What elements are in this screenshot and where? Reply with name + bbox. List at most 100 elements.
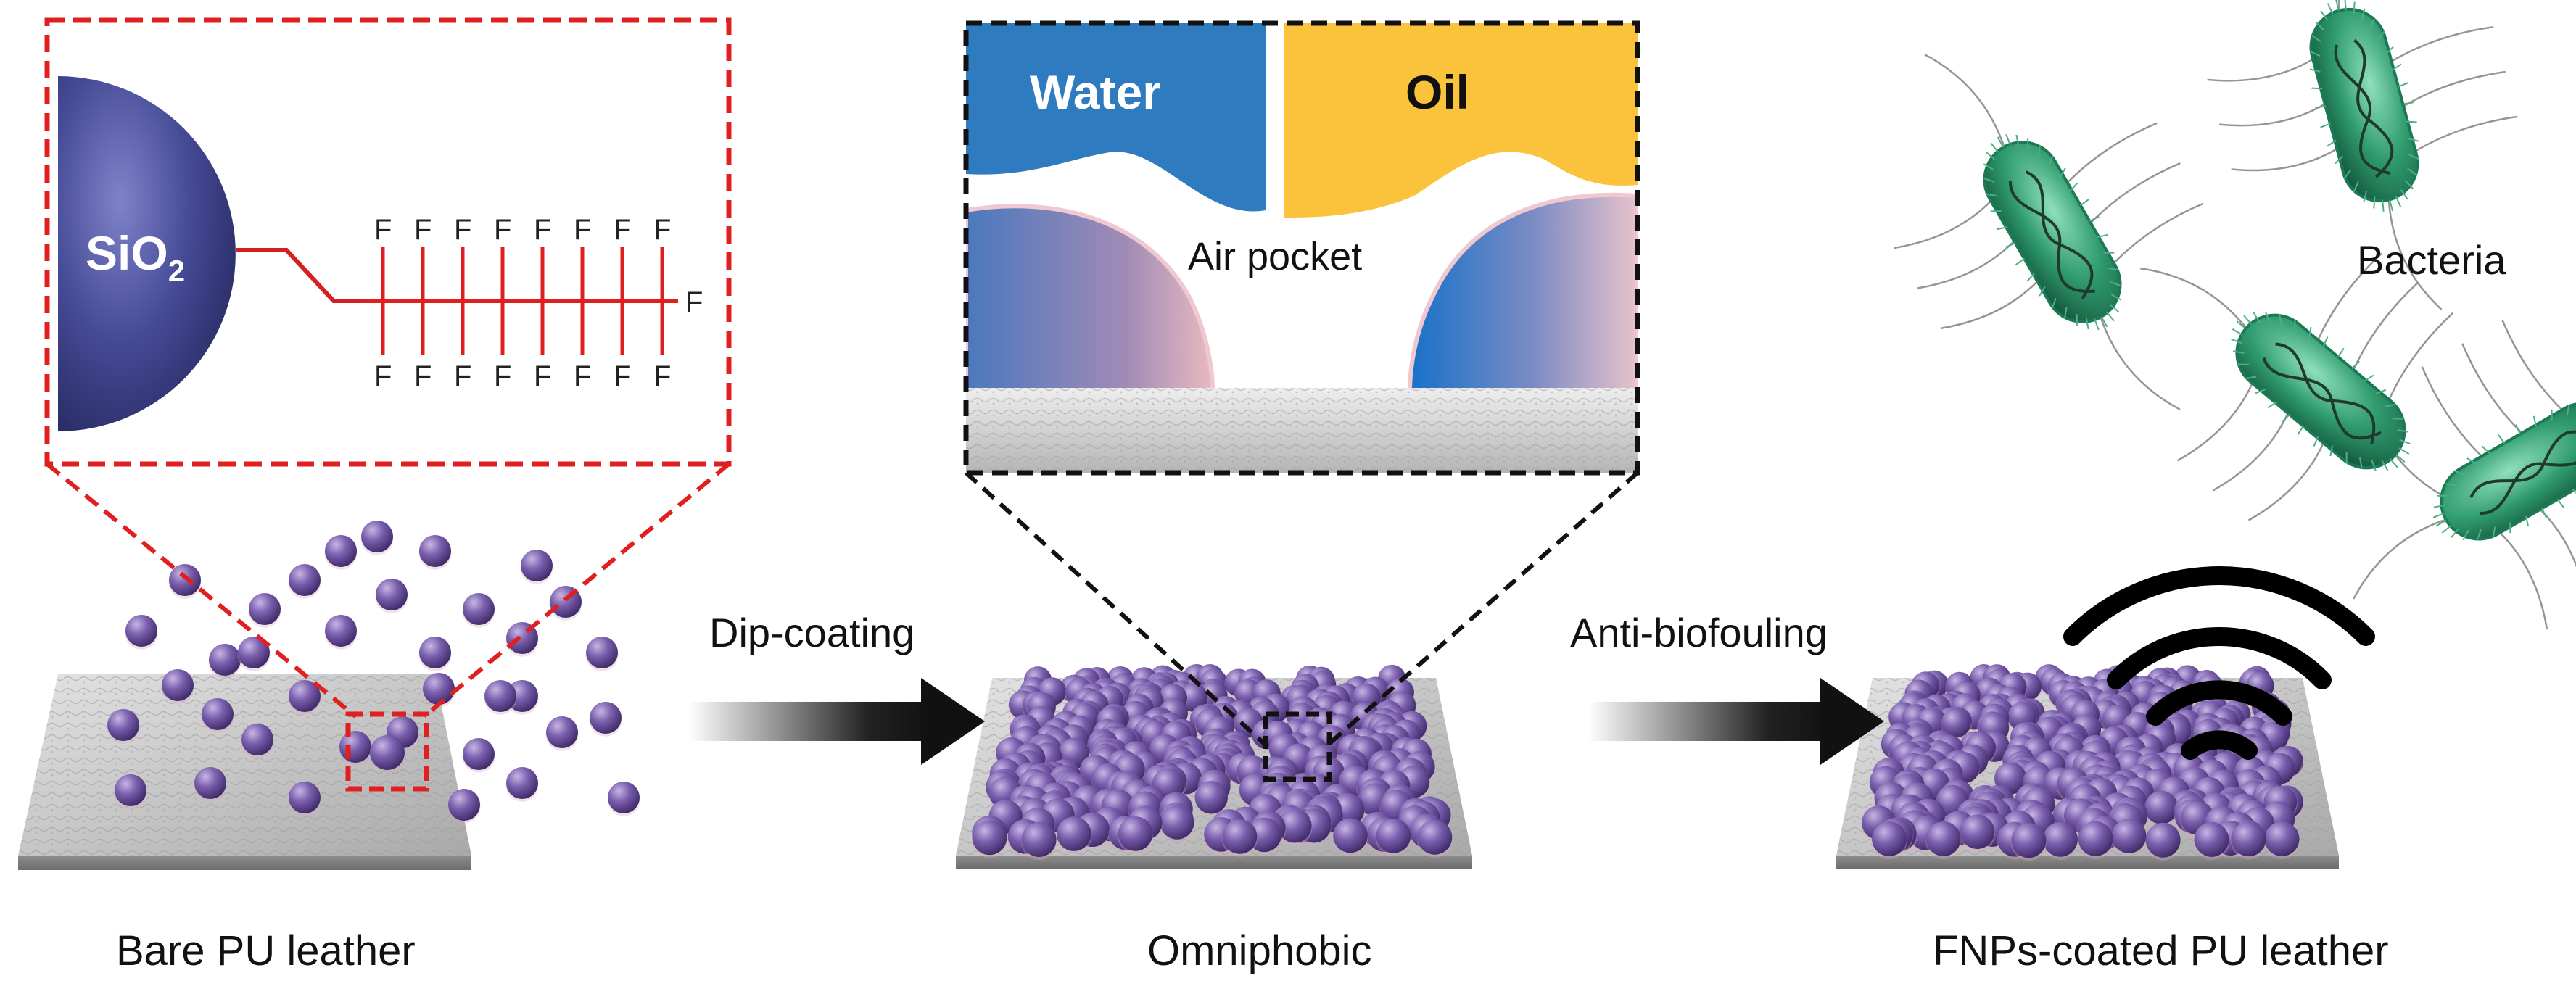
fluorine-atom-top: F (534, 214, 551, 246)
interface-inset-callout (964, 471, 1639, 782)
nanoparticle (1925, 821, 1961, 856)
nanoparticle (325, 615, 357, 647)
anti-biofouling-arrow (1588, 678, 1884, 765)
scattered-nanoparticles (107, 521, 640, 824)
fluorine-atom-top: F (574, 214, 591, 246)
nanoparticle (1417, 819, 1453, 855)
sio2-label: SiO2 (86, 226, 185, 288)
anti-biofouling-label: Anti-biofouling (1570, 610, 1828, 655)
fluorine-atom-bottom: F (534, 360, 551, 392)
nanoparticle (586, 637, 618, 668)
nanoparticle (419, 637, 451, 668)
oil-region (1284, 23, 1638, 218)
nanoparticle (115, 774, 146, 806)
nanoparticle (2078, 821, 2113, 856)
nanoparticle (339, 731, 371, 763)
nanoparticle (506, 767, 538, 799)
right-nanoparticle-cross-section (1407, 192, 1638, 394)
nanoparticle (2144, 790, 2179, 824)
nanoparticle (194, 767, 226, 799)
fluorine-atom-top: F (614, 214, 631, 246)
sio2-particle (58, 76, 236, 431)
nanoparticle (1160, 805, 1194, 840)
molecule-inset-callout (46, 462, 730, 792)
bare-pu-leather-caption: Bare PU leather (116, 927, 416, 974)
nanoparticle (1376, 818, 1411, 853)
nanoparticle (361, 521, 393, 552)
nanoparticle (463, 593, 495, 625)
fluorine-atom-top: F (494, 214, 511, 246)
fluorine-atom-terminal: F (685, 286, 703, 318)
nanoparticle (1179, 683, 1208, 712)
nanoparticle (972, 820, 1007, 856)
nanoparticle (2194, 821, 2229, 857)
nanoparticle (169, 564, 201, 596)
interface-zoom-marker (1263, 711, 1332, 782)
nanoparticle (1872, 821, 1907, 856)
fnps-nanoparticle-coating (1861, 664, 2304, 861)
interface-inset (963, 20, 1640, 476)
fluorine-atom-bottom: F (374, 360, 392, 392)
nanoparticle (423, 673, 455, 705)
nanoparticle (370, 735, 405, 770)
nanoparticle (238, 637, 270, 668)
nanoparticle (1194, 781, 1228, 814)
nanoparticle (1057, 816, 1091, 851)
bacterium (1894, 54, 2204, 410)
fnps-coated-pu-leather-caption: FNPs-coated PU leather (1933, 927, 2389, 974)
nanoparticle (2011, 823, 2047, 858)
nanoparticle (162, 669, 194, 701)
nanoparticle (289, 782, 321, 813)
nanoparticle (1247, 817, 1282, 853)
nanoparticle (546, 716, 578, 748)
bacteria-group (1894, 0, 2576, 630)
nanoparticle (1118, 816, 1153, 851)
nanoparticle (2042, 821, 2078, 857)
nanoparticle (1333, 818, 1368, 853)
nanoparticle (484, 680, 516, 712)
water-region (966, 23, 1266, 212)
dip-coating-label: Dip-coating (709, 610, 915, 655)
nanoparticle (2145, 822, 2181, 858)
bacterium (2353, 320, 2576, 630)
nanoparticle (242, 724, 273, 755)
bacterium (2139, 252, 2502, 521)
fluorine-atom-top: F (653, 214, 671, 246)
fluorine-atom-bottom: F (653, 360, 671, 392)
nanoparticle (376, 579, 408, 610)
nanoparticle (448, 789, 480, 821)
repulsion-waves (2063, 566, 2375, 760)
fluorine-atom-bottom: F (414, 360, 432, 392)
left-nanoparticle-cross-section (966, 204, 1215, 394)
nanoparticle (289, 680, 321, 712)
nanoparticle (2264, 821, 2300, 856)
nanoparticle (1021, 822, 1057, 857)
fluorine-atom-bottom: F (494, 360, 511, 392)
nanoparticle (1960, 814, 1995, 849)
nanoparticle (1222, 819, 1258, 854)
nanoparticle (249, 593, 281, 625)
nanoparticle (1941, 708, 1971, 738)
fluorine-atom-bottom: F (574, 360, 591, 392)
bare-leather-slab (18, 674, 471, 870)
fluorine-atom-top: F (414, 214, 432, 246)
bacterium (2207, 0, 2518, 310)
oil-label: Oil (1405, 65, 1469, 119)
omniphobic-caption: Omniphobic (1147, 927, 1372, 974)
nanoparticle (463, 738, 495, 770)
nanoparticle (608, 782, 640, 813)
nanoparticle (125, 615, 157, 647)
fluorine-atom-top: F (374, 214, 392, 246)
nanoparticle (2111, 819, 2147, 853)
linker-bond (236, 248, 366, 303)
molecule-zoom-marker (345, 711, 429, 792)
water-label: Water (1030, 65, 1161, 119)
nanoparticle (107, 709, 139, 741)
nanoparticle (1277, 808, 1312, 843)
nanoparticle (209, 644, 241, 676)
nanoparticle (521, 550, 553, 581)
fluorine-atom-bottom: F (454, 360, 471, 392)
